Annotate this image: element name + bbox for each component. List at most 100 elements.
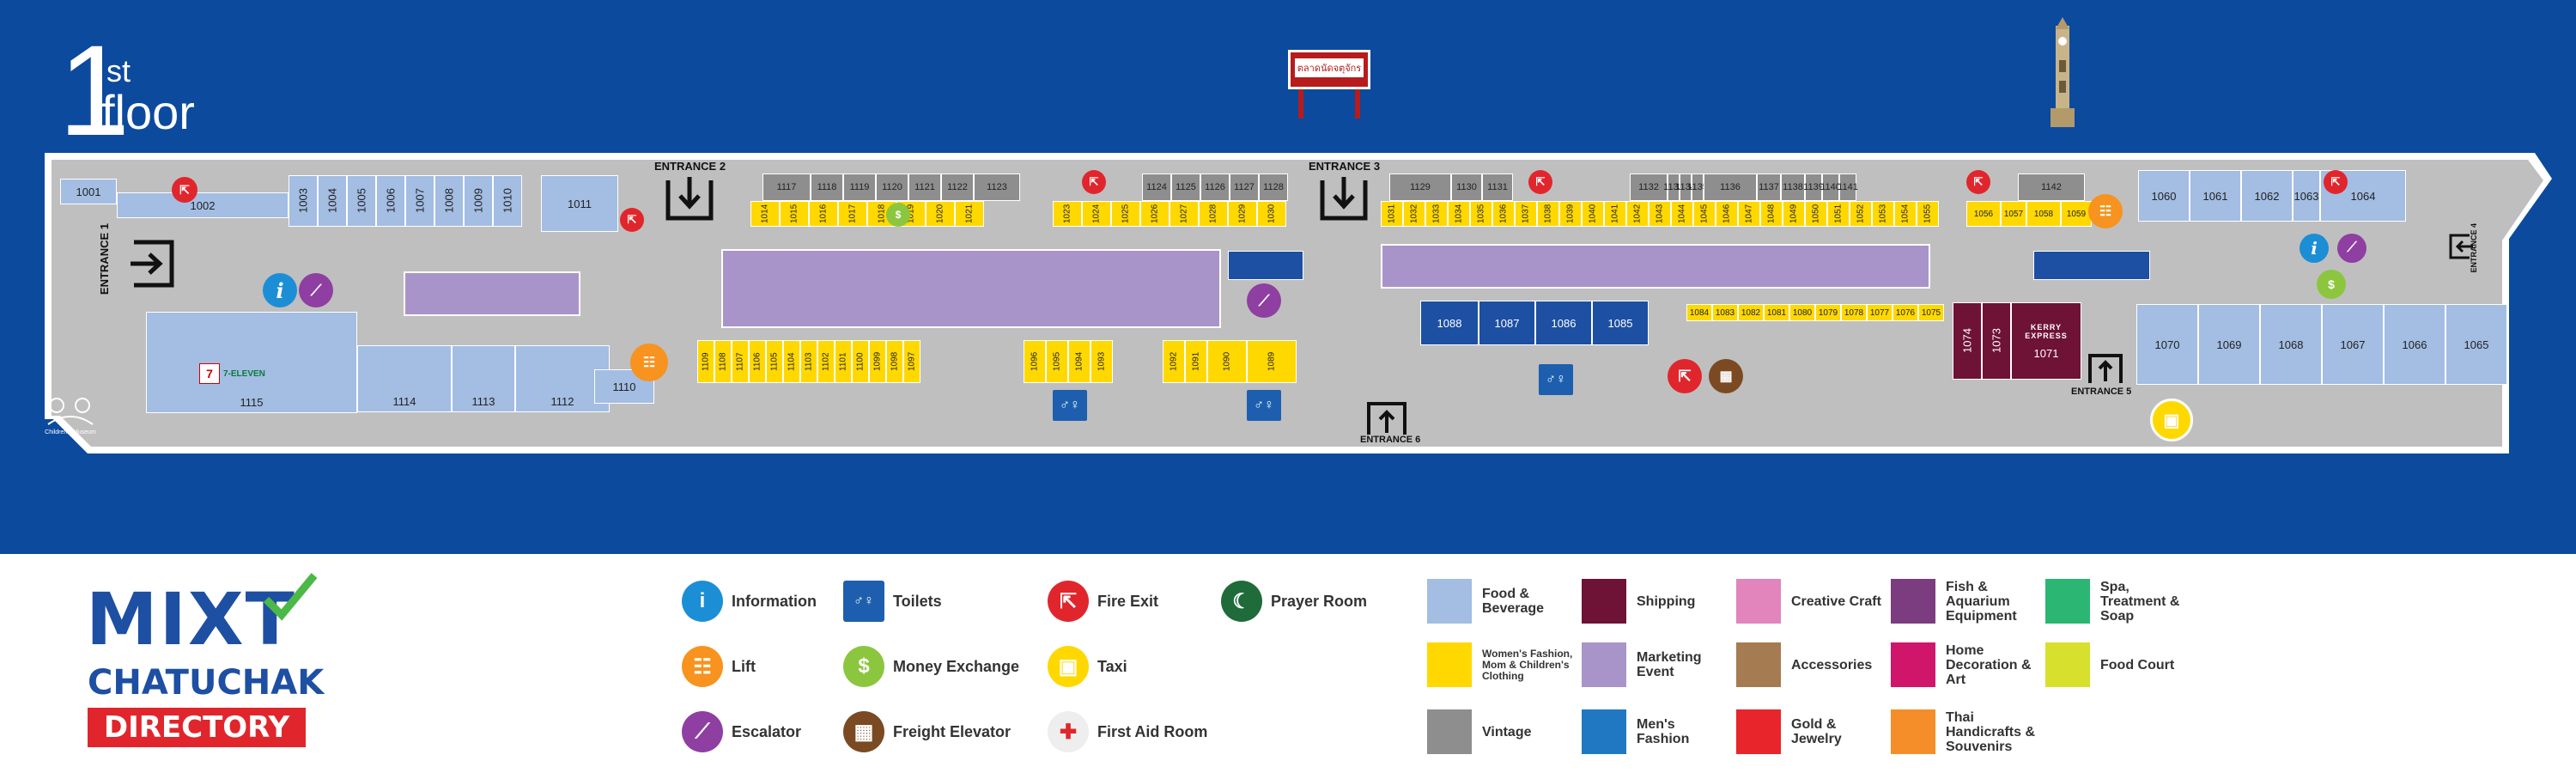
- shop-unit[interactable]: 1113: [452, 345, 515, 412]
- shop-unit[interactable]: 1032: [1403, 201, 1425, 227]
- shop-unit[interactable]: 1015: [780, 201, 809, 227]
- shop-unit[interactable]: 1034: [1448, 201, 1470, 227]
- shop-unit[interactable]: 1127: [1230, 173, 1259, 201]
- shop-unit[interactable]: 1131: [1482, 173, 1513, 201]
- shop-unit[interactable]: 1109: [697, 340, 714, 383]
- shop-unit[interactable]: 1091: [1185, 340, 1207, 383]
- shop-unit[interactable]: 1046: [1716, 201, 1738, 227]
- shop-unit[interactable]: 1123: [974, 173, 1020, 201]
- shop-unit[interactable]: 1132: [1630, 173, 1668, 201]
- shop-unit[interactable]: 1119: [843, 173, 876, 201]
- shop-unit[interactable]: 1028: [1199, 201, 1228, 227]
- shop-unit[interactable]: 1021: [955, 201, 984, 227]
- shop-unit[interactable]: 1124: [1142, 173, 1171, 201]
- shop-unit[interactable]: 1063: [2293, 170, 2320, 222]
- shop-unit[interactable]: 1033: [1425, 201, 1448, 227]
- shop-unit[interactable]: 1081: [1764, 304, 1789, 321]
- shop-unit[interactable]: 1023: [1053, 201, 1082, 227]
- shop-unit[interactable]: 1044: [1671, 201, 1693, 227]
- shop-unit[interactable]: 1105: [766, 340, 783, 383]
- shop-unit[interactable]: 1080: [1789, 304, 1815, 321]
- shop-unit[interactable]: 1087: [1479, 301, 1535, 345]
- shop-unit[interactable]: 1089: [1247, 340, 1297, 383]
- shop-unit[interactable]: 1074: [1953, 302, 1982, 380]
- shop-unit[interactable]: 1061: [2190, 170, 2241, 222]
- shop-unit[interactable]: 1083: [1712, 304, 1738, 321]
- shop-unit[interactable]: 1042: [1626, 201, 1649, 227]
- shop-unit[interactable]: 1136: [1704, 173, 1757, 201]
- shop-unit[interactable]: 1075: [1918, 304, 1944, 321]
- shop-unit[interactable]: 1050: [1805, 201, 1827, 227]
- shop-unit[interactable]: 1093: [1091, 340, 1113, 383]
- shop-unit[interactable]: 1054: [1894, 201, 1917, 227]
- shop-unit[interactable]: 1004: [318, 175, 347, 227]
- shop-unit[interactable]: 1048: [1760, 201, 1783, 227]
- shop-unit[interactable]: 1024: [1082, 201, 1111, 227]
- shop-unit[interactable]: 1062: [2241, 170, 2293, 222]
- shop-unit[interactable]: 1041: [1604, 201, 1626, 227]
- shop-unit[interactable]: 1092: [1163, 340, 1185, 383]
- shop-unit[interactable]: 1112: [515, 345, 610, 412]
- shop-unit[interactable]: 1134: [1675, 173, 1696, 201]
- shop-unit[interactable]: 1016: [809, 201, 838, 227]
- shop-unit[interactable]: 1065: [2445, 304, 2507, 385]
- shop-unit[interactable]: 1117: [762, 173, 811, 201]
- shop-unit[interactable]: 1003: [289, 175, 318, 227]
- shop-unit[interactable]: 1005: [347, 175, 376, 227]
- shop-unit[interactable]: 1090: [1207, 340, 1247, 383]
- shop-unit[interactable]: 1035: [1470, 201, 1492, 227]
- shop-unit[interactable]: 1011: [541, 175, 618, 232]
- shop-unit[interactable]: 1140: [1820, 173, 1841, 201]
- shop-unit[interactable]: 1017: [838, 201, 867, 227]
- shop-unit[interactable]: 1057: [2001, 201, 2026, 227]
- shop-unit[interactable]: 1095: [1046, 340, 1068, 383]
- shop-unit[interactable]: 1118: [811, 173, 843, 201]
- shop-unit[interactable]: 1029: [1228, 201, 1257, 227]
- shop-unit[interactable]: 1122: [941, 173, 974, 201]
- entrance-icon[interactable]: [1319, 177, 1369, 222]
- shop-unit[interactable]: 1001: [60, 179, 117, 204]
- shop-unit[interactable]: 1130: [1451, 173, 1482, 201]
- shop-unit[interactable]: 1068: [2260, 304, 2322, 385]
- entrance-icon[interactable]: [2088, 352, 2123, 383]
- shop-unit[interactable]: 1096: [1024, 340, 1046, 383]
- shop-unit[interactable]: 1008: [434, 175, 464, 227]
- shop-unit[interactable]: 1038: [1537, 201, 1559, 227]
- shop-unit[interactable]: 1040: [1582, 201, 1604, 227]
- shop-unit[interactable]: 1102: [817, 340, 835, 383]
- shop-unit[interactable]: 1084: [1686, 304, 1712, 321]
- shop-unit[interactable]: 1058: [2026, 201, 2061, 227]
- shop-unit[interactable]: 1100: [852, 340, 869, 383]
- shop-unit[interactable]: 1106: [749, 340, 766, 383]
- shop-unit[interactable]: 1120: [876, 173, 908, 201]
- shop-unit[interactable]: 1069: [2198, 304, 2260, 385]
- shop-unit[interactable]: 1039: [1559, 201, 1582, 227]
- shop-unit[interactable]: 1051: [1827, 201, 1850, 227]
- entrance-icon[interactable]: [2449, 234, 2473, 259]
- shop-unit[interactable]: 1010: [493, 175, 522, 227]
- shop-unit[interactable]: 1085: [1592, 301, 1649, 345]
- shop-unit[interactable]: 1121: [908, 173, 941, 201]
- shop-unit[interactable]: 1097: [903, 340, 920, 383]
- shop-unit[interactable]: 1135: [1687, 173, 1708, 201]
- shop-unit[interactable]: 1014: [750, 201, 780, 227]
- shop-unit[interactable]: 1060: [2138, 170, 2190, 222]
- shop-unit[interactable]: 1141: [1838, 173, 1858, 201]
- shop-unit[interactable]: 1104: [783, 340, 800, 383]
- shop-unit[interactable]: 1025: [1111, 201, 1140, 227]
- shop-unit[interactable]: 1108: [714, 340, 732, 383]
- shop-unit[interactable]: 1077: [1867, 304, 1893, 321]
- shop-unit[interactable]: 1115: [146, 312, 357, 413]
- shop-unit[interactable]: 1052: [1850, 201, 1872, 227]
- shop-unit[interactable]: 1088: [1420, 301, 1479, 345]
- shop-unit[interactable]: 1139: [1803, 173, 1824, 201]
- shop-unit[interactable]: 1027: [1170, 201, 1199, 227]
- entrance-icon[interactable]: [131, 239, 175, 289]
- shop-unit[interactable]: 1026: [1140, 201, 1170, 227]
- shop-unit[interactable]: 1067: [2322, 304, 2384, 385]
- shop-unit[interactable]: 1036: [1492, 201, 1515, 227]
- shop-unit[interactable]: 1055: [1917, 201, 1939, 227]
- shop-unit[interactable]: 1070: [2136, 304, 2198, 385]
- shop-unit[interactable]: 1049: [1783, 201, 1805, 227]
- shop-unit[interactable]: 1045: [1693, 201, 1716, 227]
